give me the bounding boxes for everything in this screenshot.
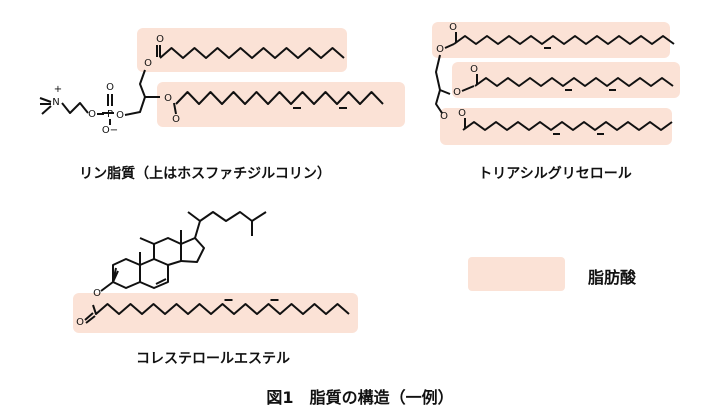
ester-oxygen: O — [453, 87, 461, 98]
double-bond — [155, 278, 167, 285]
glycerol-bond — [139, 69, 146, 98]
figure-caption: 図1 脂質の構造（一例） — [266, 388, 454, 407]
ring-b — [139, 258, 169, 289]
phosphate-oxygen: O — [106, 82, 114, 93]
carbonyl-oxygen: O — [172, 114, 180, 125]
glycerol-bond — [435, 89, 443, 114]
ester-oxygen: O — [93, 288, 101, 299]
linoleoyl-chain — [474, 77, 674, 87]
nitrogen: N — [52, 97, 59, 108]
ring-c — [153, 237, 182, 266]
palmitoyl-chain — [159, 47, 345, 59]
linoleoyl-chain — [92, 303, 350, 315]
side-chain — [199, 211, 267, 222]
carbonyl-oxygen: O — [470, 64, 478, 75]
bond — [84, 312, 94, 321]
carbonyl-bond — [173, 102, 177, 115]
ester-oxygen: O — [440, 111, 448, 122]
bond — [41, 105, 52, 115]
bond — [444, 43, 455, 49]
oleoyl-chain — [453, 35, 675, 45]
side-chain — [187, 211, 201, 239]
ester-oxygen: O — [436, 44, 444, 55]
phosphate-oxygen: O — [88, 109, 96, 120]
carbonyl-oxygen: O — [449, 22, 457, 33]
fatty-acid-highlight — [73, 293, 358, 333]
fatty-acid-highlight — [157, 82, 405, 127]
ester-oxygen: O — [116, 110, 124, 121]
fatty-acid-highlight — [432, 22, 670, 58]
legend-label: 脂肪酸 — [587, 268, 637, 287]
triacylglycerol-label: トリアシルグリセロール — [478, 166, 632, 182]
linoleoyl-chain — [462, 121, 673, 131]
cholesterol-ester-label: コレステロールエステル — [136, 351, 290, 367]
legend-swatch — [468, 257, 565, 291]
carbonyl-oxygen: O — [76, 317, 84, 328]
carbonyl-oxygen: O — [156, 34, 164, 45]
carbonyl-oxygen: O — [458, 108, 466, 119]
glycerol-bond — [435, 54, 451, 95]
ester-oxygen: O — [144, 58, 152, 69]
phospholipid-label: リン脂質（上はホスファチジルコリン） — [79, 166, 331, 182]
bond — [100, 281, 114, 292]
ring-d — [180, 237, 205, 263]
glycerol-bond — [124, 96, 146, 116]
bond — [39, 97, 52, 103]
bond — [85, 315, 96, 324]
fatty-acid-highlight — [452, 62, 680, 98]
bond — [139, 237, 155, 245]
ester-oxygen: O — [164, 93, 172, 104]
phosphate-oxygen: O− — [102, 125, 118, 136]
phosphorus: P — [107, 109, 113, 120]
bond — [461, 85, 475, 92]
positive-charge: + — [54, 84, 62, 95]
choline-chain — [61, 102, 89, 114]
linoleoyl-chain — [175, 91, 384, 105]
